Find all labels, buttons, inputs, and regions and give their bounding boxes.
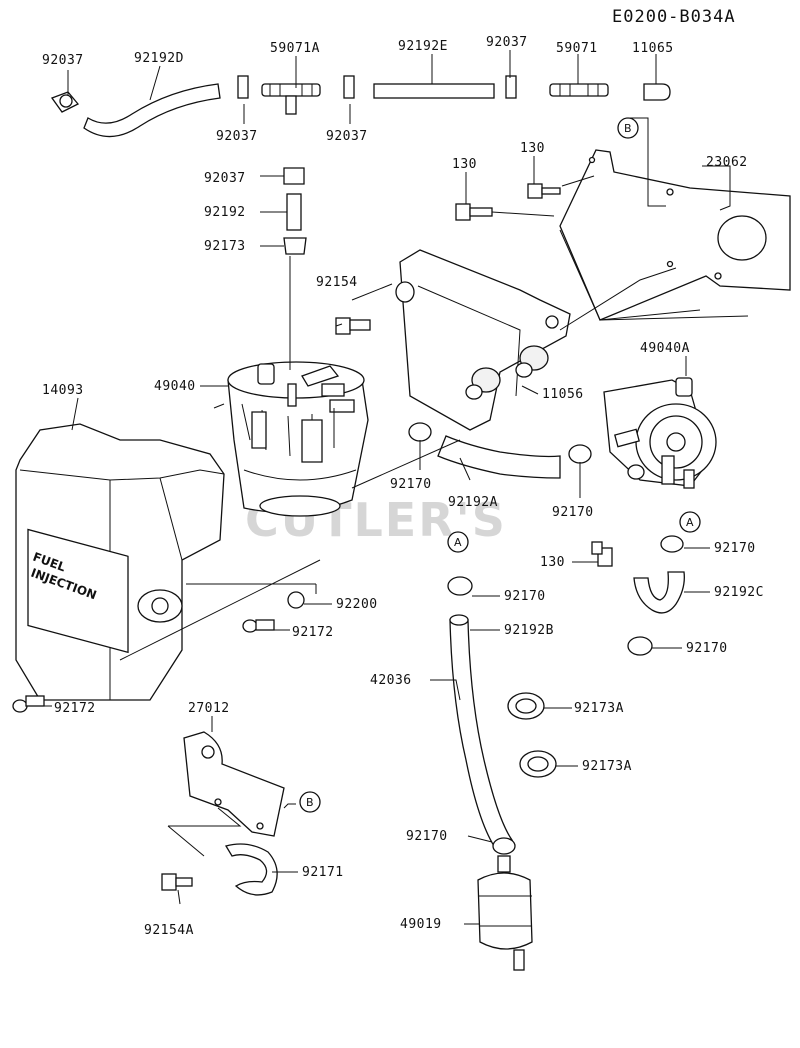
label-130-b: 130 [520, 141, 545, 156]
label-92037-top: 92037 [486, 35, 528, 50]
label-59071: 59071 [556, 41, 598, 56]
bushing-11056-a [515, 345, 549, 378]
label-92192E: 92192E [398, 39, 448, 54]
label-130-c: 130 [540, 555, 565, 570]
hose-92192E [373, 83, 495, 99]
label-92037-topleft: 92037 [42, 53, 84, 68]
clamp-92170-f [492, 837, 516, 855]
label-92172-a: 92172 [292, 625, 334, 640]
leader-lines [44, 50, 749, 925]
callout-b-top: B [617, 117, 639, 139]
clip-92037-a [237, 75, 249, 99]
fuel-filter-49019 [477, 855, 533, 971]
label-23062: 23062 [706, 155, 748, 170]
fuel-pump-49040 [227, 361, 369, 517]
label-92170-f: 92170 [406, 829, 448, 844]
clamp-92170-b [568, 444, 592, 464]
hose-92192D [83, 83, 221, 138]
callout-b-bottom: B [299, 791, 321, 813]
label-92172-b: 92172 [54, 701, 96, 716]
label-92154A: 92154A [144, 923, 194, 938]
label-49040A: 49040A [640, 341, 690, 356]
bushing-11056-b [465, 367, 501, 400]
bolt-92154 [335, 317, 371, 335]
label-92170-b: 92170 [552, 505, 594, 520]
label-92037-vertical: 92037 [204, 171, 246, 186]
label-92170-d: 92170 [686, 641, 728, 656]
label-92192C: 92192C [714, 585, 764, 600]
hose-92192 [286, 193, 302, 231]
label-92037-under-b: 92037 [326, 129, 368, 144]
screw-92172-a [242, 619, 275, 633]
svg-text:A: A [686, 516, 694, 529]
clamp-92173A-a [507, 692, 545, 720]
callout-a-center: A [447, 531, 469, 553]
bracket-27012 [183, 731, 285, 837]
clamp-92170-a [408, 422, 432, 442]
bracket-tank-mount [399, 249, 571, 431]
svg-text:B: B [624, 122, 632, 135]
label-42036: 42036 [370, 673, 412, 688]
label-14093: 14093 [42, 383, 84, 398]
clip-92037-b [343, 75, 355, 99]
bolt-92154A [161, 873, 193, 891]
label-92170-c: 92170 [714, 541, 756, 556]
label-92037-under-a: 92037 [216, 129, 258, 144]
label-92192: 92192 [204, 205, 246, 220]
label-92173A-b: 92173A [582, 759, 632, 774]
bolt-130-c [591, 541, 613, 567]
clamp-92173 [283, 237, 307, 255]
diagram-code: E0200-B034A [612, 7, 736, 27]
bracket-23062 [559, 149, 791, 321]
clamp-92170-c [660, 535, 684, 553]
joint-59071 [549, 83, 609, 97]
label-49040: 49040 [154, 379, 196, 394]
hose-92192B [449, 619, 514, 847]
label-92192B: 92192B [504, 623, 554, 638]
bolt-130-a [455, 203, 493, 221]
clip-92037-c [505, 75, 517, 99]
label-130-a: 130 [452, 157, 477, 172]
clamp-92173A-b [519, 750, 557, 778]
washer-92200 [287, 591, 305, 609]
cover-14093 [15, 423, 225, 701]
fuel-filter-49040A [603, 377, 717, 489]
label-27012: 27012 [188, 701, 230, 716]
cap-11065 [643, 83, 671, 101]
callout-a-right: A [679, 511, 701, 533]
clamp-92171 [225, 843, 278, 896]
label-11056: 11056 [542, 387, 584, 402]
clamp-92037-topleft [50, 91, 80, 113]
tee-59071A [261, 83, 321, 115]
clamp-92170-d [627, 636, 653, 656]
hose-92192C [633, 571, 685, 614]
svg-text:B: B [306, 796, 314, 809]
label-92170-a: 92170 [390, 477, 432, 492]
svg-text:A: A [454, 536, 462, 549]
label-92171: 92171 [302, 865, 344, 880]
label-59071A: 59071A [270, 41, 320, 56]
label-92192D: 92192D [134, 51, 184, 66]
label-11065: 11065 [632, 41, 674, 56]
screw-92172-b [12, 695, 45, 713]
clamp-92170-e [447, 576, 473, 596]
hose-92192A [437, 435, 561, 479]
label-92173A-a: 92173A [574, 701, 624, 716]
label-92200: 92200 [336, 597, 378, 612]
label-92170-e: 92170 [504, 589, 546, 604]
label-92192A: 92192A [448, 495, 498, 510]
label-92173: 92173 [204, 239, 246, 254]
label-49019: 49019 [400, 917, 442, 932]
label-92154: 92154 [316, 275, 358, 290]
bolt-130-b [527, 183, 561, 199]
clip-92037-vertical [283, 167, 305, 185]
